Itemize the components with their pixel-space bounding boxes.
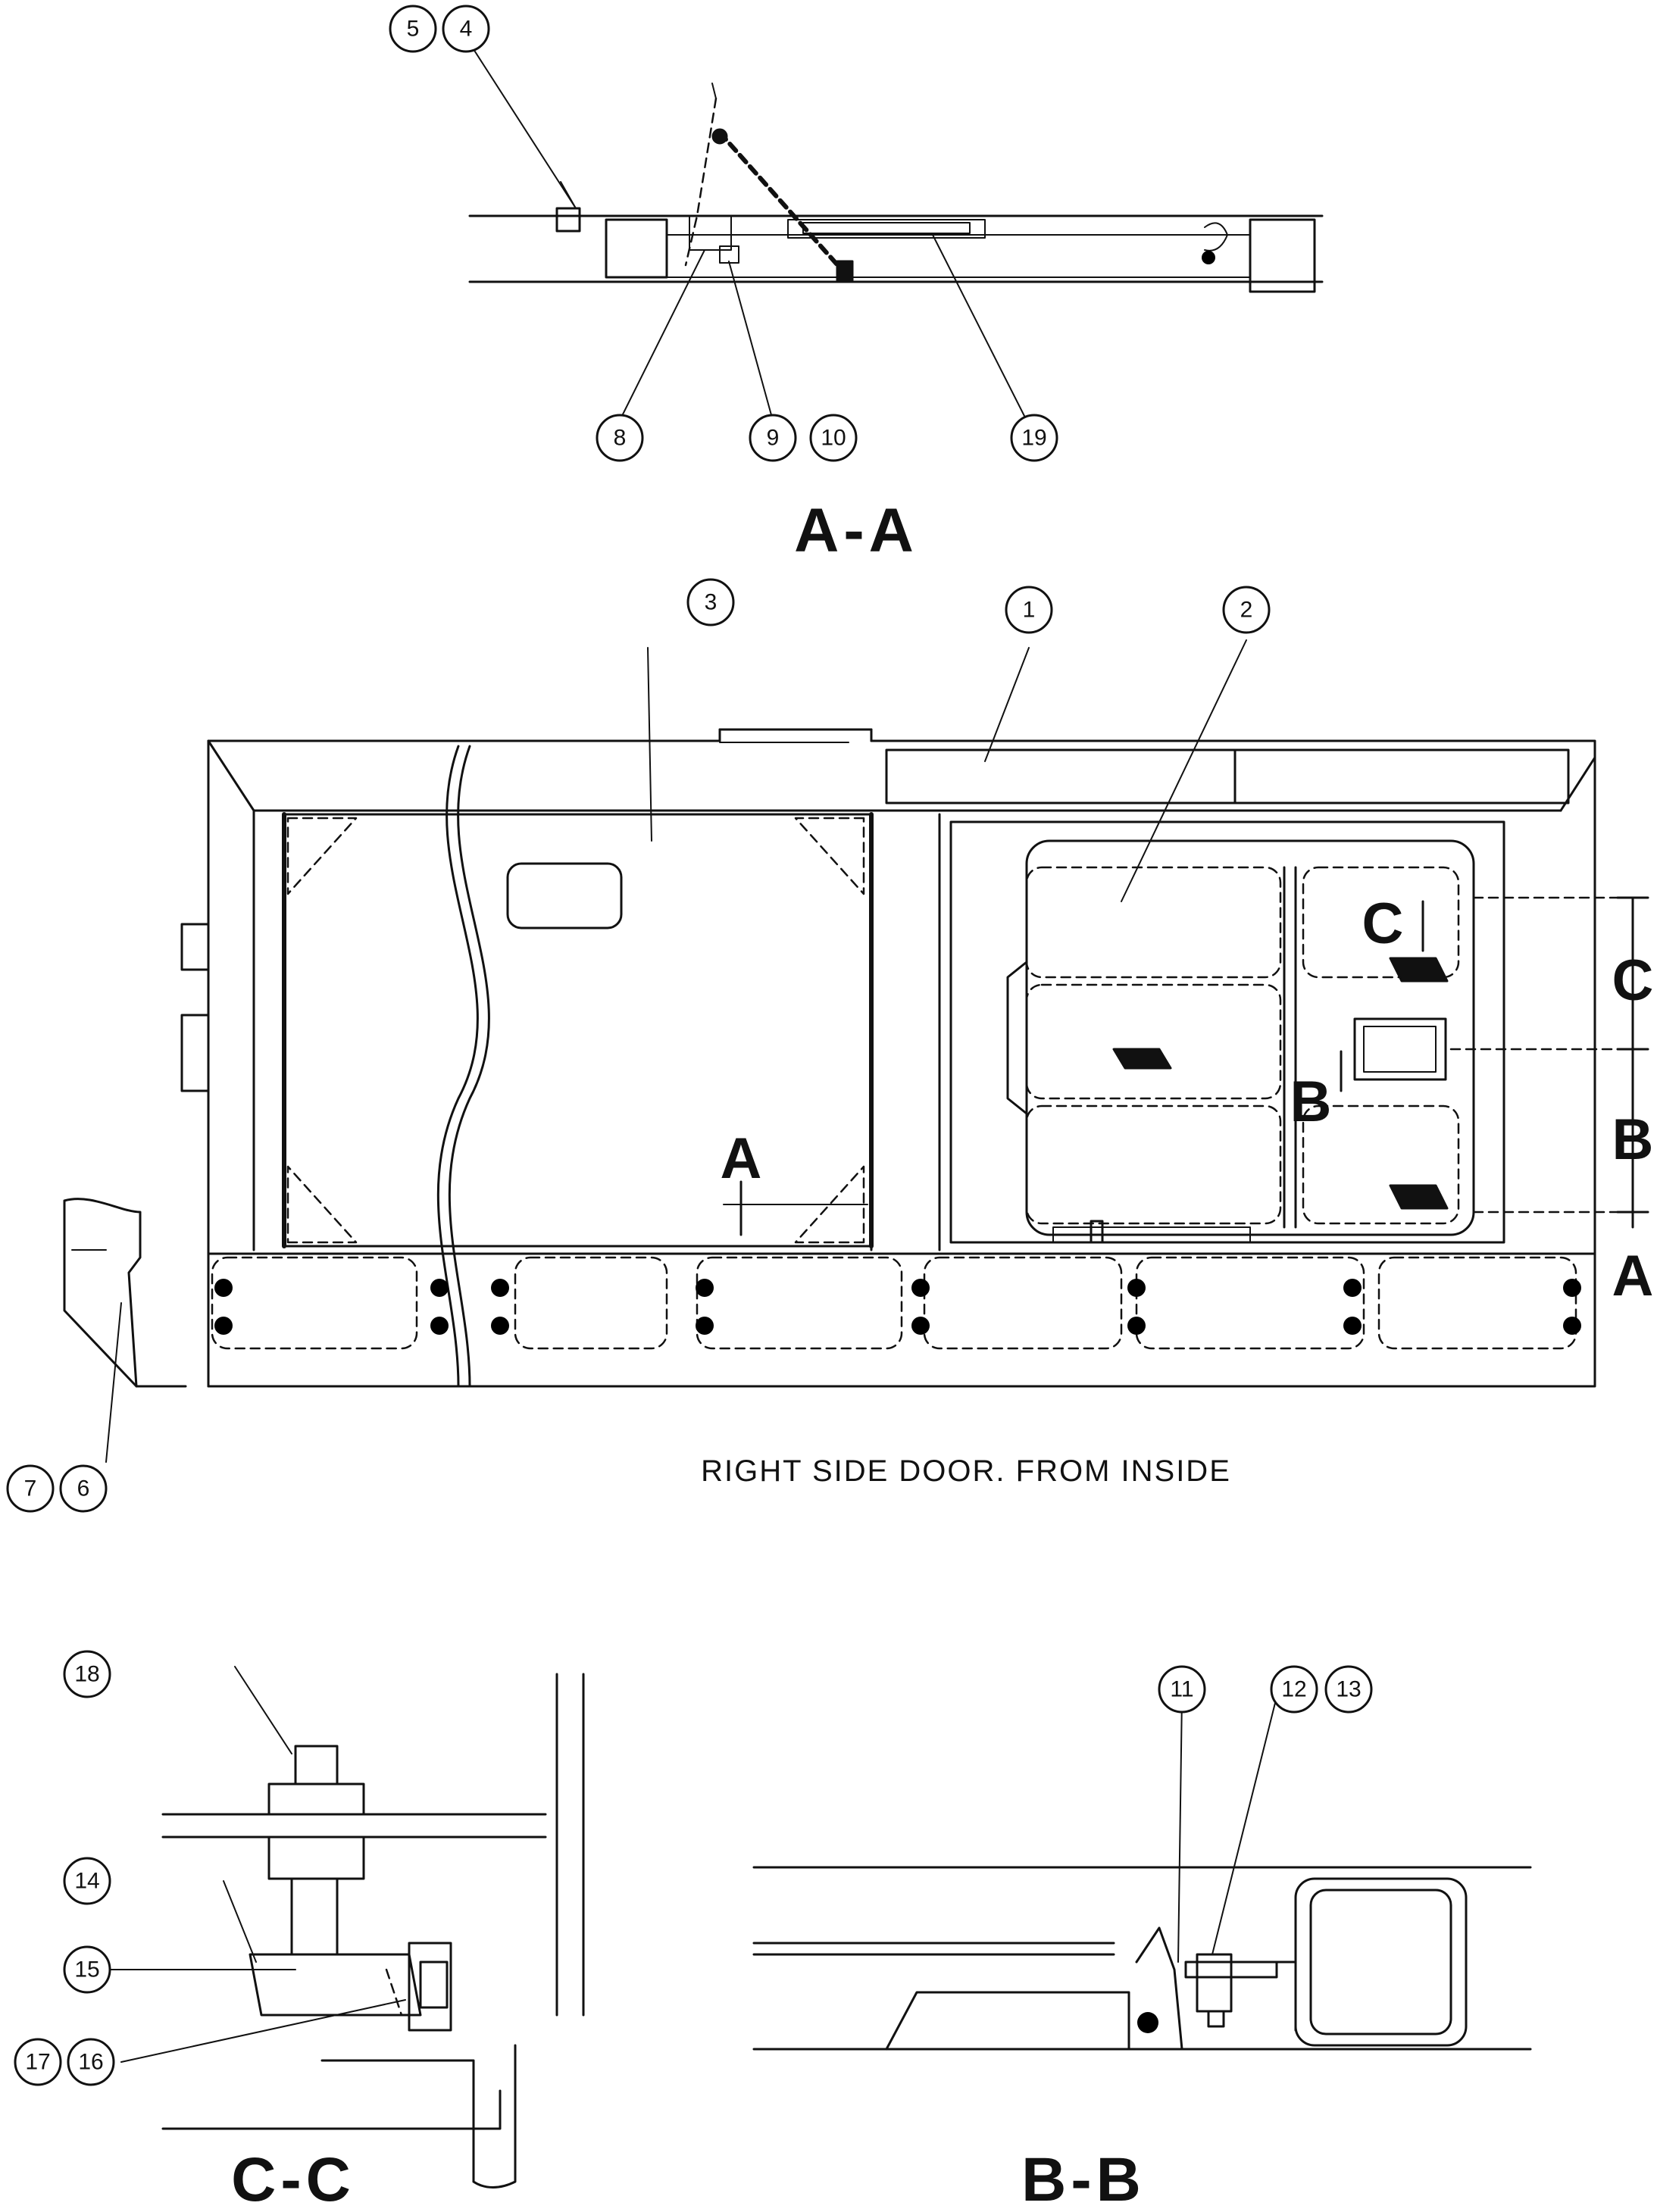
svg-text:7: 7	[24, 1476, 37, 1501]
section-cc-view	[105, 1666, 585, 2189]
view-caption: RIGHT SIDE DOOR. FROM INSIDE	[701, 1454, 1231, 1488]
callout-5: 5	[389, 5, 437, 53]
svg-text:2: 2	[1240, 598, 1253, 623]
section-dimension-column	[1616, 896, 1649, 1229]
section-aa-view	[468, 48, 1324, 421]
svg-text:3: 3	[705, 590, 718, 615]
callout-2: 2	[1222, 586, 1271, 634]
callout-13: 13	[1324, 1665, 1373, 1714]
callout-15: 15	[63, 1945, 111, 1994]
callout-7: 7	[6, 1464, 55, 1513]
right-side-door-view	[63, 639, 1642, 1463]
callout-18: 18	[63, 1650, 111, 1698]
svg-text:1: 1	[1023, 598, 1036, 623]
callout-9: 9	[749, 414, 797, 462]
callout-19: 19	[1010, 414, 1058, 462]
svg-text:14: 14	[74, 1869, 99, 1894]
section-a-marker: A	[721, 1126, 762, 1191]
callout-12: 12	[1270, 1665, 1318, 1714]
section-a-dim-label: A	[1612, 1244, 1654, 1308]
svg-text:11: 11	[1170, 1677, 1193, 1702]
svg-text:17: 17	[25, 2050, 50, 2075]
section-bb-title: B-B	[1021, 2145, 1146, 2212]
section-b-marker: B	[1290, 1070, 1332, 1134]
callout-17: 17	[14, 2038, 62, 2086]
callout-3: 3	[686, 578, 735, 626]
callout-1: 1	[1005, 586, 1053, 634]
callout-14: 14	[63, 1857, 111, 1905]
callout-16: 16	[67, 2038, 115, 2086]
svg-text:10: 10	[821, 426, 846, 451]
svg-text:18: 18	[74, 1662, 99, 1687]
svg-text:6: 6	[77, 1476, 90, 1501]
callout-6: 6	[59, 1464, 108, 1513]
svg-text:9: 9	[767, 426, 780, 451]
section-aa-title: A-A	[794, 496, 918, 565]
section-c-marker: C	[1362, 892, 1404, 956]
callout-8: 8	[596, 414, 644, 462]
svg-text:16: 16	[78, 2050, 103, 2075]
svg-text:15: 15	[74, 1957, 99, 1982]
svg-text:8: 8	[614, 426, 627, 451]
svg-text:4: 4	[460, 17, 473, 42]
callout-4: 4	[442, 5, 490, 53]
svg-text:5: 5	[407, 17, 420, 42]
section-bb-view	[752, 1696, 1532, 2051]
callout-11: 11	[1158, 1665, 1206, 1714]
section-c-dim-label: C	[1612, 948, 1654, 1013]
svg-text:12: 12	[1281, 1677, 1306, 1702]
callout-10: 10	[809, 414, 858, 462]
svg-text:19: 19	[1021, 426, 1046, 451]
svg-text:13: 13	[1336, 1677, 1361, 1702]
section-b-dim-label: B	[1612, 1108, 1654, 1172]
section-cc-title: C-C	[231, 2145, 355, 2212]
